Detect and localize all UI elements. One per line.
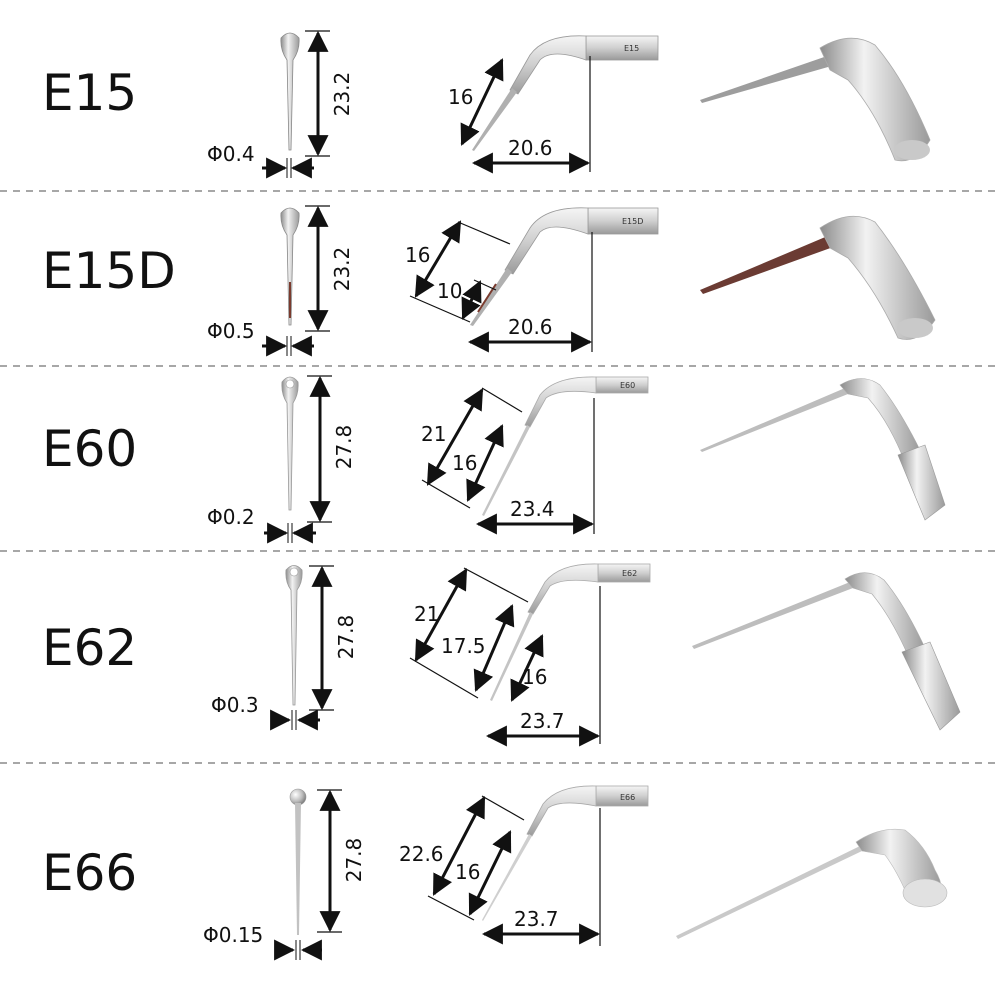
front-view-tip [280, 207, 300, 326]
front-view-tip [280, 32, 300, 151]
model-name: E66 [42, 844, 137, 902]
length-label: 27.8 [334, 615, 358, 660]
dim-label: 22.6 [399, 842, 444, 866]
model-name: E15D [42, 242, 176, 300]
row-e60: 27.8 Φ0.2 E60 21 16 23.4 [207, 375, 946, 544]
dim-label: 21 [421, 422, 446, 446]
tip-photo [692, 572, 961, 731]
tip-engraving: E62 [622, 569, 637, 578]
tip-photo [700, 37, 931, 162]
model-name: E62 [42, 619, 137, 677]
dim-label: 17.5 [441, 634, 486, 658]
side-view-tip: E60 [482, 376, 649, 516]
side-view-tip: E15D [470, 207, 659, 326]
tip-engraving: E66 [620, 793, 635, 802]
dim-label: 23.4 [510, 497, 555, 521]
dim-label: 20.6 [508, 315, 553, 339]
side-view-tip: E62 [490, 563, 651, 701]
dim-label: 16 [452, 451, 477, 475]
row-e62: 27.8 Φ0.3 E62 21 17.5 16 23.7 [211, 563, 961, 747]
tip-engraving: E60 [620, 381, 635, 390]
dim-label: 23.7 [514, 907, 559, 931]
side-view-tip: E15 [472, 35, 659, 151]
row-e15: 23.2 Φ0.4 E15 16 20.6 [207, 30, 931, 179]
length-label: 27.8 [332, 425, 356, 470]
dim-label: 10 [437, 279, 462, 303]
front-view-tip [281, 376, 299, 511]
model-name: E15 [42, 64, 137, 122]
model-name: E60 [42, 420, 137, 478]
dim-label: 16 [405, 243, 430, 267]
dim-label: 20.6 [508, 136, 553, 160]
tip-engraving: E15D [622, 217, 643, 226]
length-label: 27.8 [342, 838, 366, 883]
diameter-label: Φ0.3 [211, 693, 259, 717]
front-view-tip [285, 565, 303, 706]
diameter-label: Φ0.15 [203, 923, 263, 947]
tip-photo [700, 215, 936, 340]
tip-photo [700, 378, 946, 521]
dim-label: 23.7 [520, 709, 565, 733]
dim-label: 21 [414, 602, 439, 626]
tip-photo [676, 828, 948, 939]
dim-label: 16 [522, 665, 547, 689]
diameter-label: Φ0.4 [207, 142, 255, 166]
diameter-label: Φ0.2 [207, 505, 255, 529]
front-view-tip [289, 788, 307, 935]
row-e66: 27.8 Φ0.15 E66 22.6 16 23.7 [203, 785, 948, 961]
dim-label: 16 [455, 860, 480, 884]
length-label: 23.2 [330, 247, 354, 292]
tip-engraving: E15 [624, 44, 639, 53]
diameter-label: Φ0.5 [207, 319, 255, 343]
side-view-tip: E66 [482, 785, 649, 921]
dim-label: 16 [448, 85, 473, 109]
row-e15d: 23.2 Φ0.5 E15D 16 10 20.6 [207, 205, 936, 357]
length-label: 23.2 [330, 72, 354, 117]
